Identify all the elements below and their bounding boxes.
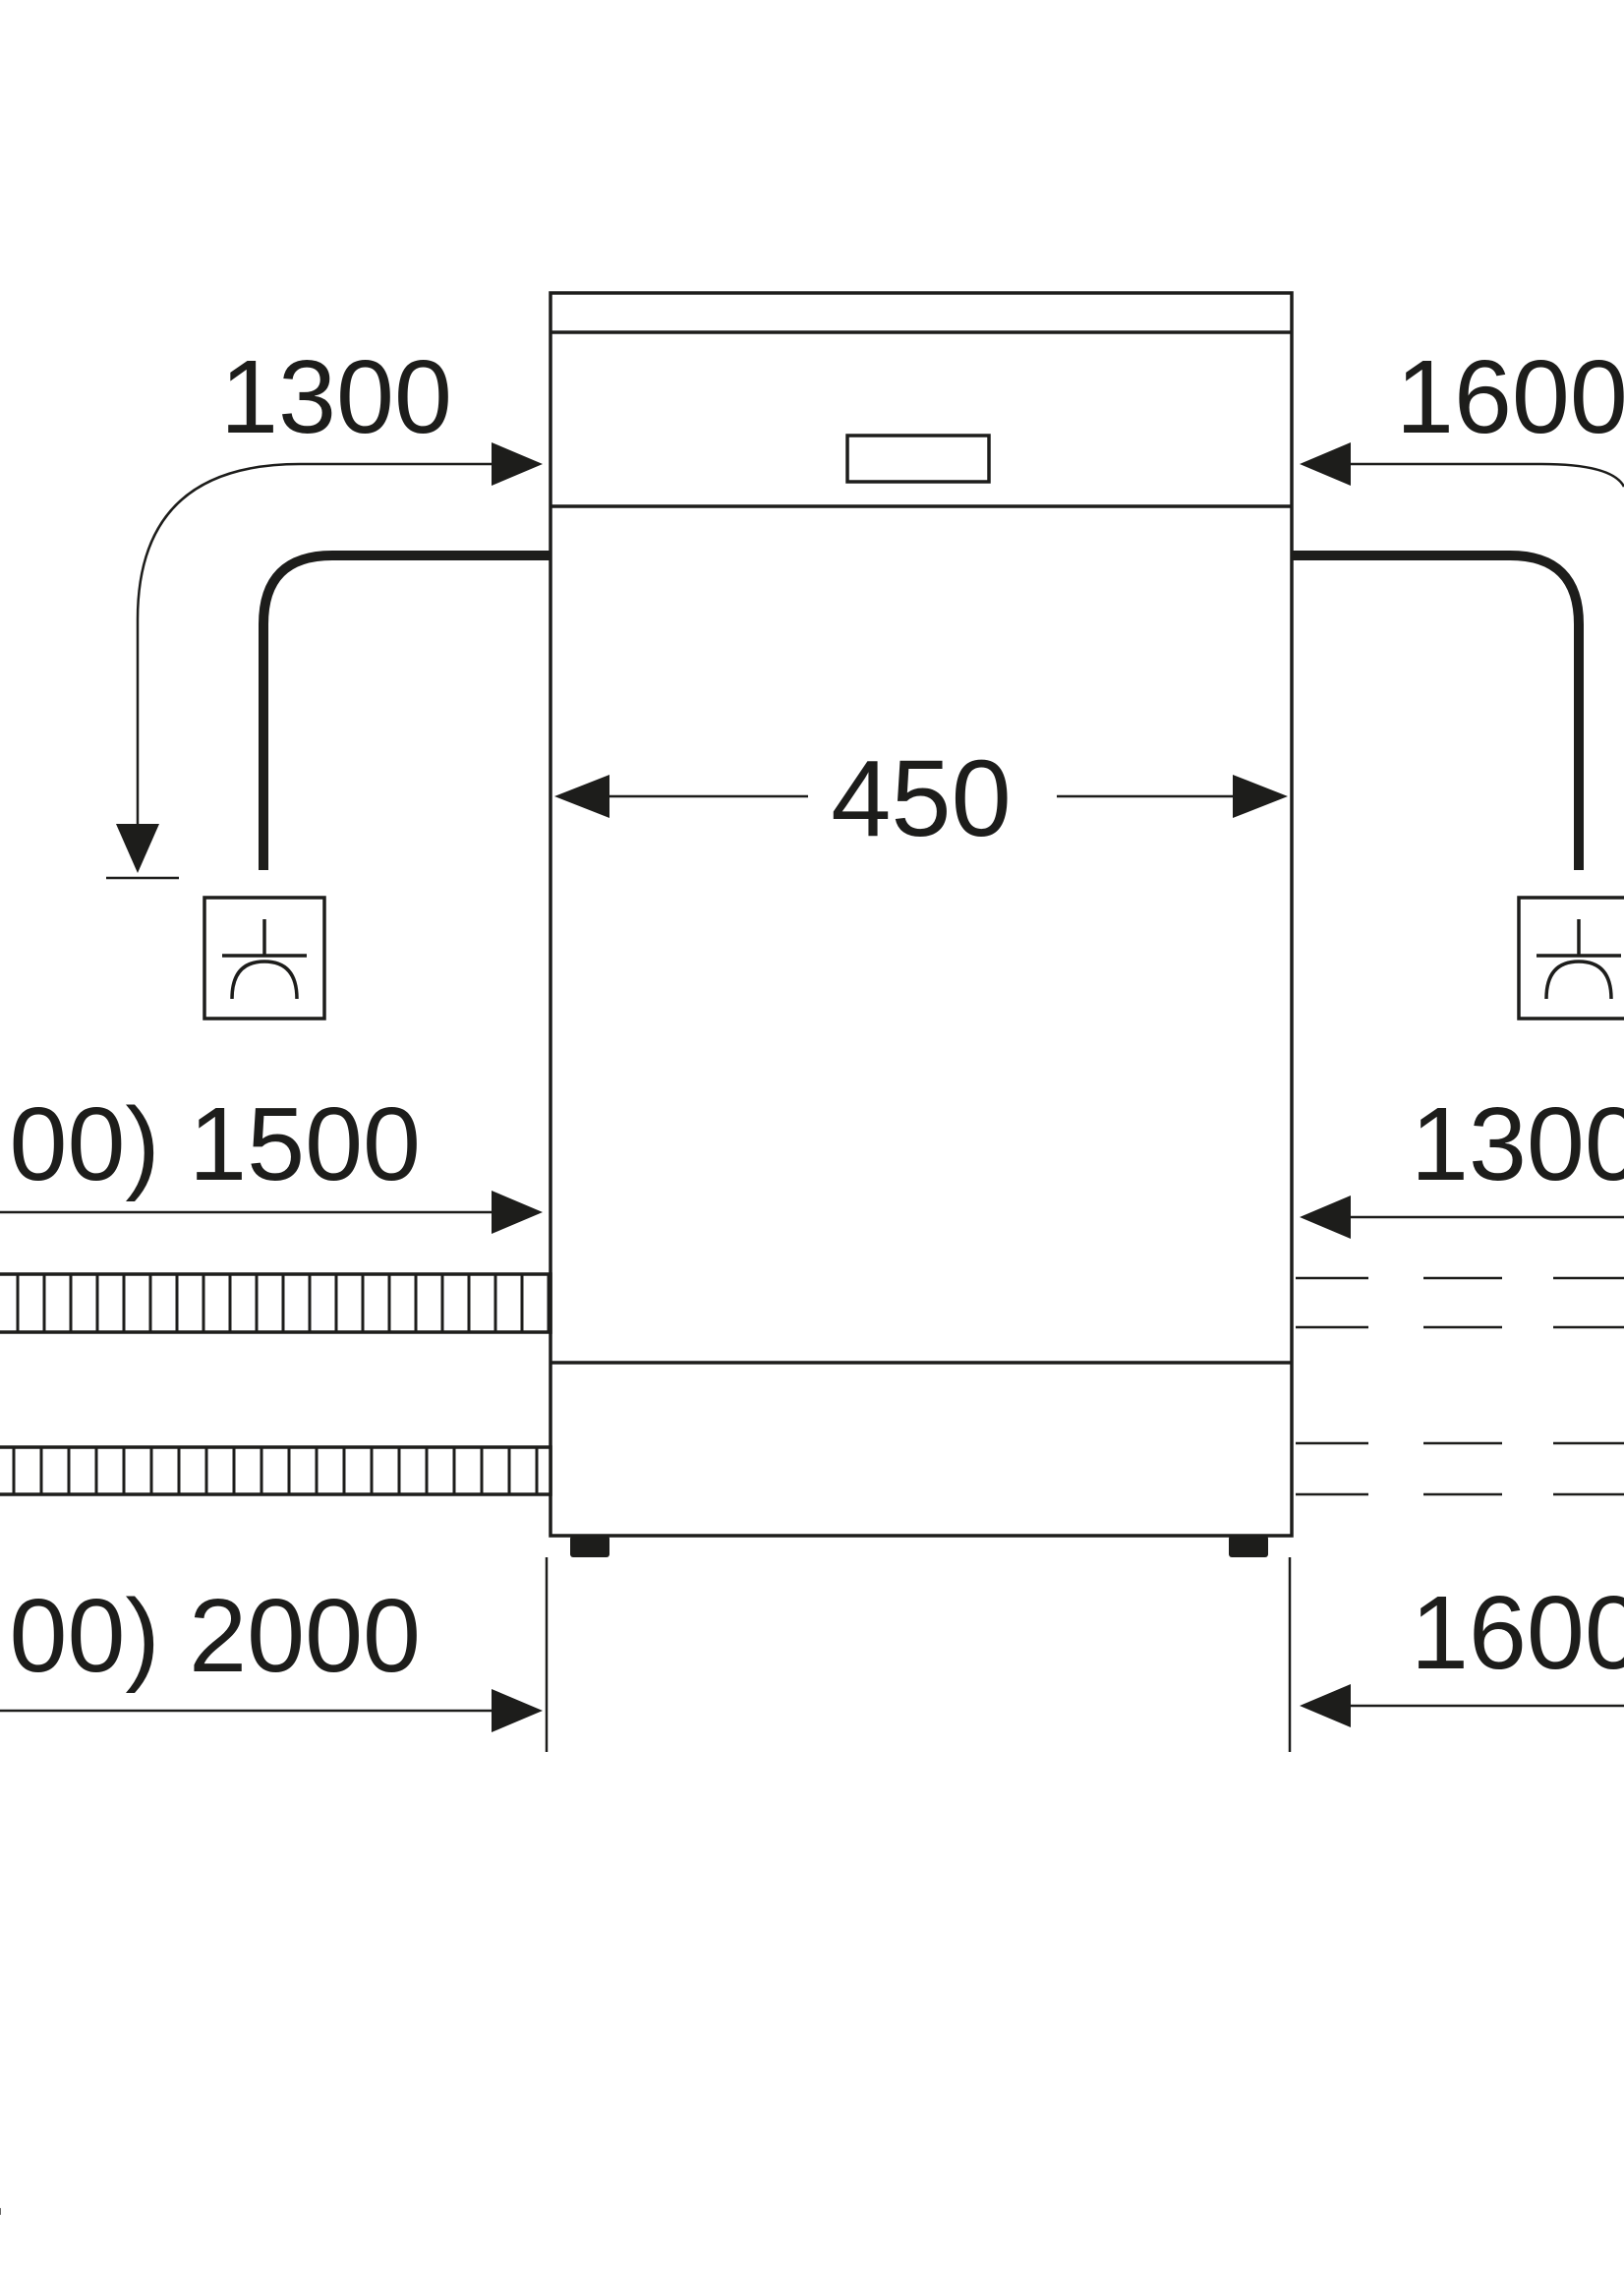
left-drain-hose: 00) 2000 <box>0 1445 552 1752</box>
width-dimension: 450 <box>554 738 1288 859</box>
right-top-arrowhead <box>1300 442 1351 486</box>
dishwasher-front <box>549 291 1294 1557</box>
power-cable-left <box>259 551 551 870</box>
left-bottom-arrowhead <box>492 1689 543 1732</box>
left-top-down-arrowhead <box>116 824 159 873</box>
right-bottom-label: 1600 <box>1411 1575 1624 1691</box>
left-top-label: 1300 <box>220 339 452 455</box>
left-top-dim-path <box>136 462 516 841</box>
right-bottom-arrowhead <box>1300 1684 1351 1727</box>
width-label: 450 <box>831 738 1012 859</box>
arrowhead-left <box>554 775 609 818</box>
right-foot <box>1229 1536 1268 1557</box>
arrowhead-right <box>1233 775 1288 818</box>
right-middle-arrowhead <box>1300 1195 1351 1239</box>
hose-ribs-lower <box>12 1447 539 1494</box>
right-top-dim-path <box>1325 462 1624 488</box>
right-power-cable: 1600 <box>1292 339 1624 1020</box>
socket-arc-right <box>1544 960 1613 1000</box>
corrugated-hose-lower <box>0 1445 552 1496</box>
left-middle-label: 00) 1500 <box>10 1086 421 1202</box>
left-top-arrowhead <box>492 442 543 486</box>
power-cable-right <box>1292 551 1584 870</box>
left-bottom-label: 00) 2000 <box>10 1578 421 1694</box>
display-panel <box>845 434 991 484</box>
hose-ribs-upper <box>16 1274 551 1332</box>
power-socket-icon-right <box>1517 896 1624 1020</box>
left-power-cable: 1300 <box>106 339 551 1020</box>
left-inlet-hose: 00) 1500 <box>0 1086 552 1334</box>
right-hoses-hidden: 1300 1600 <box>1288 1086 1624 1752</box>
right-top-label: 1600 <box>1396 339 1624 455</box>
power-socket-icon <box>203 896 326 1020</box>
corner-text-fragment: t <box>0 2122 1 2238</box>
right-middle-label: 1300 <box>1411 1086 1624 1202</box>
socket-arc <box>230 960 299 1000</box>
left-middle-arrowhead <box>492 1191 543 1234</box>
corrugated-hose-upper <box>0 1272 552 1334</box>
left-foot <box>570 1536 609 1557</box>
appliance-outline <box>549 291 1294 1538</box>
hidden-hose-dashes <box>1296 1276 1624 1496</box>
